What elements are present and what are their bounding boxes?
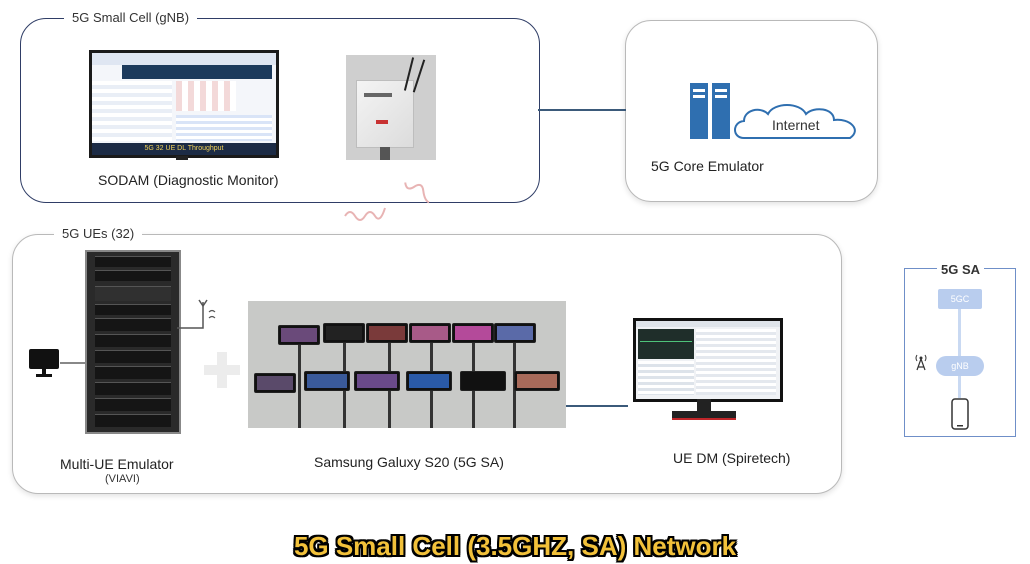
ue-panel-title: 5G UEs (32) — [54, 226, 143, 241]
plus-icon-vertical — [217, 352, 227, 388]
sa-core-ran-link — [958, 309, 961, 356]
sa-ran-node: gNB — [936, 356, 984, 376]
smartphone-icon — [951, 398, 969, 430]
ue-dm-monitor-screen — [633, 318, 783, 402]
ue-dm-monitor-stand — [697, 399, 711, 411]
multi-ue-caption: Multi-UE Emulator — [60, 456, 174, 472]
cloud-icon — [734, 104, 856, 139]
gnb-device — [346, 55, 436, 160]
core-caption: 5G Core Emulator — [651, 158, 764, 174]
monitor-icon — [29, 349, 59, 377]
gnb-panel-title: 5G Small Cell (gNB) — [64, 10, 198, 25]
sa-core-node-label: 5GC — [950, 294, 970, 304]
internet-label: Internet — [772, 117, 820, 133]
sodam-monitor-stand — [176, 156, 188, 160]
ue-dm-monitor-base — [672, 411, 736, 420]
monitor-rack-link — [60, 362, 86, 364]
gnb-core-link — [538, 109, 626, 111]
multi-ue-vendor: (VIAVI) — [105, 473, 140, 485]
multi-ue-rack — [85, 250, 181, 434]
phones-caption: Samsung Galuxy S20 (5G SA) — [314, 454, 504, 470]
sodam-screen-banner: 5G 32 UE DL Throughput — [92, 143, 276, 155]
wireless-signal-icon — [344, 182, 430, 221]
sodam-caption: SODAM (Diagnostic Monitor) — [98, 172, 279, 188]
sa-core-node: 5GC — [938, 289, 982, 309]
server-icon — [690, 83, 732, 139]
footer-title: 5G Small Cell (3.5GHZ, SA) Network — [293, 531, 737, 561]
ue-dm-caption: UE DM (Spiretech) — [673, 450, 791, 466]
phones-dm-link — [566, 405, 628, 407]
cell-tower-icon — [915, 354, 927, 371]
sa-ran-node-label: gNB — [951, 361, 969, 371]
sa-ran-ue-link — [958, 376, 961, 398]
sa-legend-title: 5G SA — [937, 262, 985, 277]
sodam-monitor-screen: 5G 32 UE DL Throughput — [89, 50, 279, 158]
antenna-icon — [177, 299, 216, 329]
phones-photo — [248, 301, 566, 428]
